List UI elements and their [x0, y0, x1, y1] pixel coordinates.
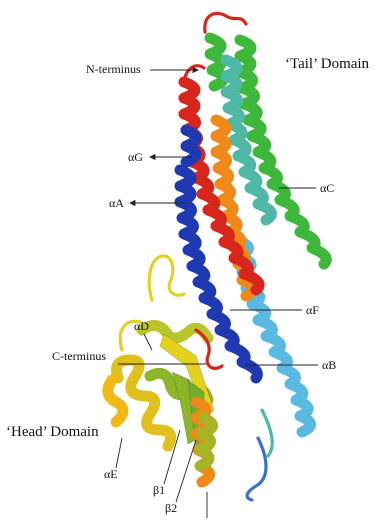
c-terminus-label: C-terminus [52, 349, 106, 363]
n-terminus-label: N-terminus [86, 62, 141, 76]
beta-1-label: β1 [153, 483, 165, 497]
beta-2-label: β2 [165, 501, 177, 515]
alpha-a-label: αA [109, 196, 124, 210]
beta-2-leader [176, 440, 196, 502]
alpha-c-label: αC [320, 181, 334, 195]
alpha-e-label: αE [104, 467, 118, 481]
helix-alpha-e-left [108, 380, 123, 422]
top-loop [205, 13, 246, 32]
alpha-g-label: αG [128, 150, 143, 164]
alpha-b-label: αB [322, 358, 336, 372]
alpha-d-label: αD [134, 319, 149, 333]
alpha-e-leader [116, 438, 122, 468]
blue-coil-bottom [247, 438, 266, 500]
head-domain-label: ‘Head’ Domain [6, 424, 99, 440]
alpha-d-leader [144, 334, 152, 350]
tail-domain-label: ‘Tail’ Domain [285, 56, 370, 72]
helix-alpha-c [240, 40, 326, 264]
alpha-f-label: αF [306, 303, 319, 317]
yellow-loop-top [149, 256, 184, 300]
